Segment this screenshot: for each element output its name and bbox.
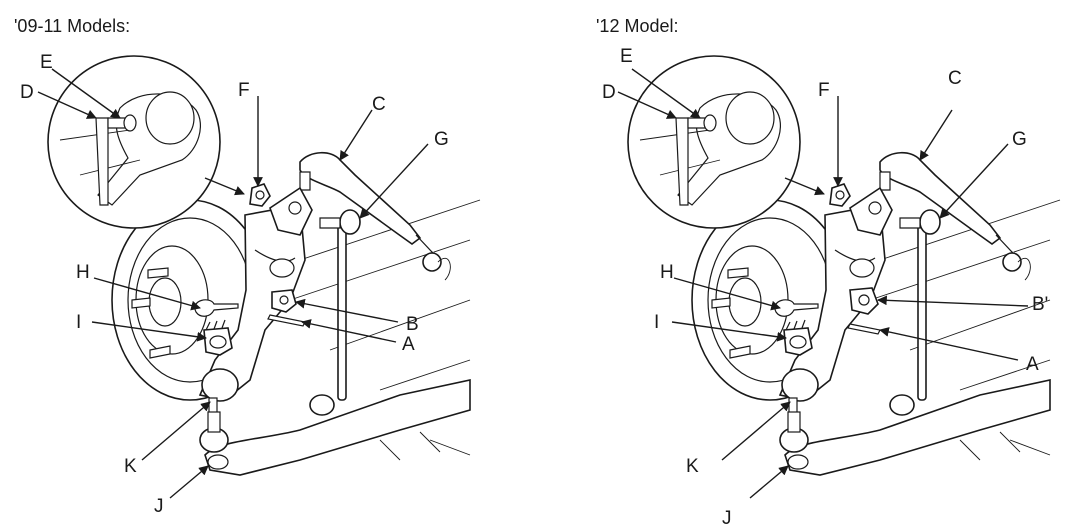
label-b-prime: B' bbox=[1032, 294, 1048, 315]
cotter-pin-a bbox=[267, 314, 306, 327]
label-d: D bbox=[20, 82, 34, 103]
leader-lines bbox=[617, 68, 1029, 499]
label-i: I bbox=[654, 312, 659, 333]
label-f: F bbox=[818, 80, 830, 101]
label-j: J bbox=[722, 508, 732, 529]
brake-rotor bbox=[691, 199, 849, 401]
label-i: I bbox=[76, 312, 81, 333]
label-g: G bbox=[434, 129, 449, 150]
label-f: F bbox=[238, 80, 250, 101]
brake-rotor bbox=[111, 199, 269, 401]
label-k: K bbox=[124, 456, 137, 477]
panel-title: '12 Model: bbox=[596, 16, 679, 36]
tie-rod-end bbox=[879, 151, 1031, 281]
stabilizer-bracket bbox=[269, 186, 313, 236]
label-k: K bbox=[686, 456, 699, 477]
stabilizer-link bbox=[309, 209, 361, 416]
label-d: D bbox=[602, 82, 616, 103]
label-a: A bbox=[402, 334, 415, 355]
leader-lines bbox=[37, 68, 429, 499]
callout-labels: E D F C G H I B' A K J bbox=[602, 46, 1048, 529]
label-e: E bbox=[40, 52, 53, 73]
flange-nut bbox=[829, 183, 851, 207]
panel-12: '12 Model: bbox=[596, 16, 1061, 529]
label-j: J bbox=[154, 496, 164, 517]
label-a: A bbox=[1026, 354, 1039, 375]
lower-arm bbox=[199, 379, 471, 476]
flange-nut bbox=[249, 183, 271, 207]
label-h: H bbox=[76, 262, 90, 283]
label-h: H bbox=[660, 262, 674, 283]
label-c: C bbox=[372, 94, 386, 115]
panel-09-11: '09-11 Models: bbox=[14, 16, 481, 517]
detail-magnifier bbox=[47, 55, 221, 229]
stabilizer-link bbox=[889, 209, 941, 416]
tie-rod-end bbox=[299, 151, 451, 281]
detail-magnifier bbox=[627, 55, 801, 229]
lower-arm bbox=[779, 379, 1051, 476]
castle-nut-i bbox=[203, 319, 233, 356]
cotter-pin-a bbox=[847, 323, 881, 335]
label-e: E bbox=[620, 46, 633, 67]
castle-nut-b bbox=[271, 289, 297, 313]
panel-title: '09-11 Models: bbox=[14, 16, 130, 36]
label-c: C bbox=[948, 68, 962, 89]
callout-labels: E D F C G H I B A K J bbox=[20, 52, 449, 517]
label-g: G bbox=[1012, 129, 1027, 150]
flange-nut-b-prime bbox=[849, 287, 879, 315]
label-b: B bbox=[406, 314, 419, 335]
castle-nut-i bbox=[783, 319, 813, 356]
stabilizer-bracket bbox=[849, 186, 893, 236]
